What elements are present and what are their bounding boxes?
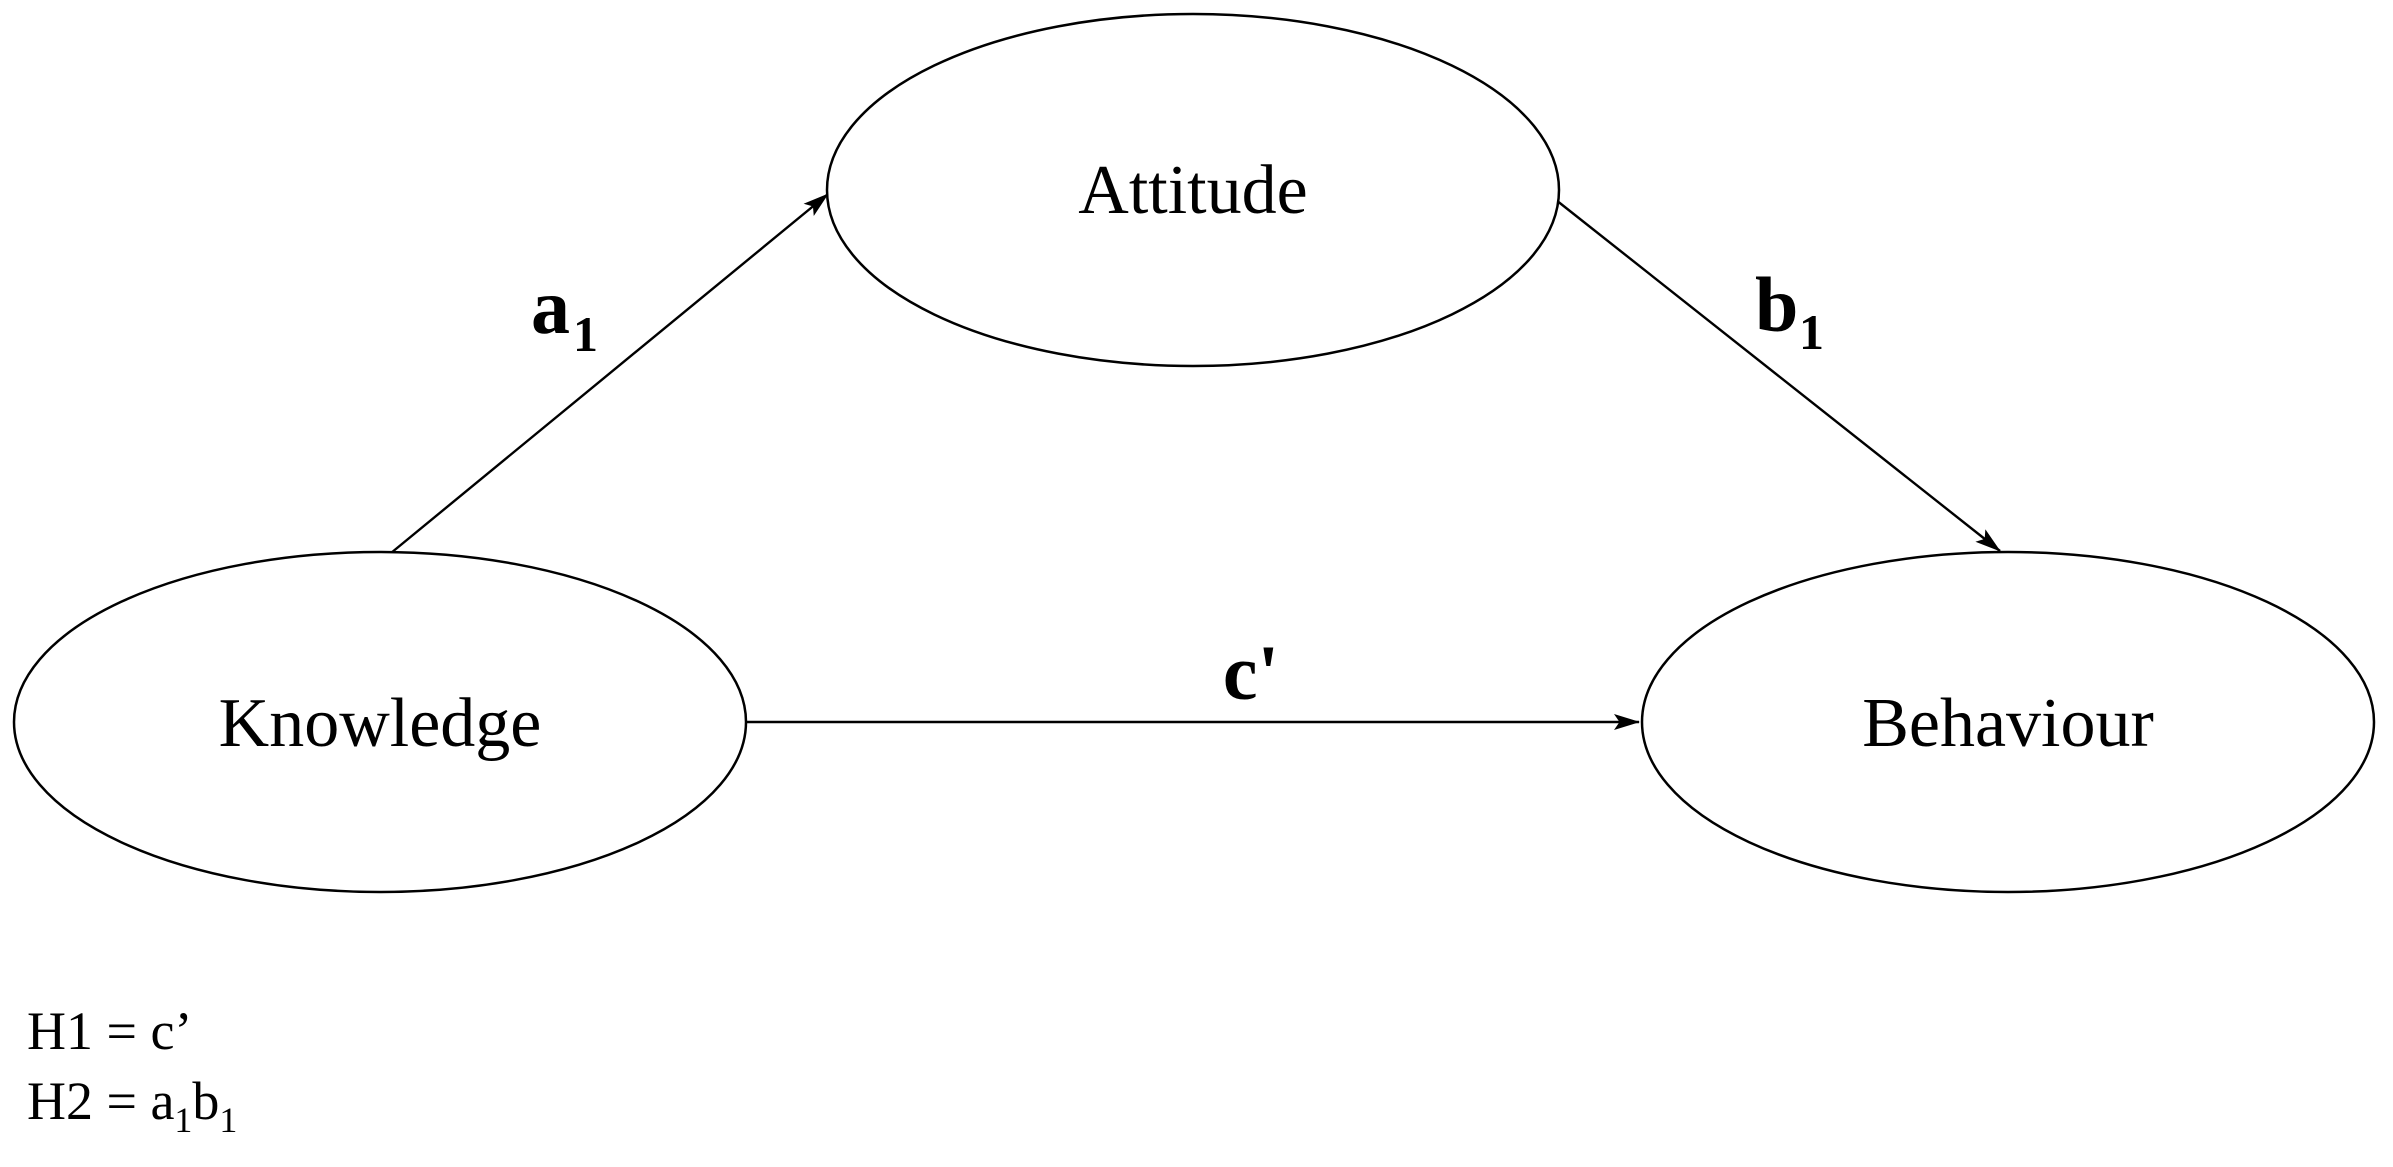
node-knowledge-ellipse <box>12 550 748 894</box>
edge-a1-label-base: a <box>531 263 570 350</box>
edge-b1-label-base: b <box>1755 261 1798 348</box>
node-behaviour-label: Behaviour <box>1862 685 2154 762</box>
edge-b1-label: b 1 <box>1755 261 1824 360</box>
edge-b1-label-subscript: 1 <box>1799 304 1824 360</box>
hypothesis-h2-sub1: 1 <box>174 1100 192 1140</box>
node-behaviour-ellipse <box>1640 550 2376 894</box>
node-knowledge-label: Knowledge <box>219 685 542 762</box>
edge-c-prime-label: c' <box>1223 629 1279 716</box>
hypothesis-h2-part2: b <box>192 1071 219 1131</box>
edge-b1-arrow <box>1555 199 2001 552</box>
hypothesis-h1: H1 = c’ <box>27 1001 192 1061</box>
node-attitude-label: Attitude <box>1078 152 1307 229</box>
hypothesis-h2-part1: H2 = a <box>27 1071 174 1131</box>
hypothesis-h2-sub2: 1 <box>219 1100 237 1140</box>
hypothesis-h2: H2 = a1b1 <box>27 1071 237 1140</box>
edge-a1-label: a 1 <box>531 263 598 362</box>
edge-a1-arrow <box>390 193 829 554</box>
edge-a1-label-subscript: 1 <box>573 306 598 362</box>
node-attitude-ellipse <box>825 12 1561 368</box>
